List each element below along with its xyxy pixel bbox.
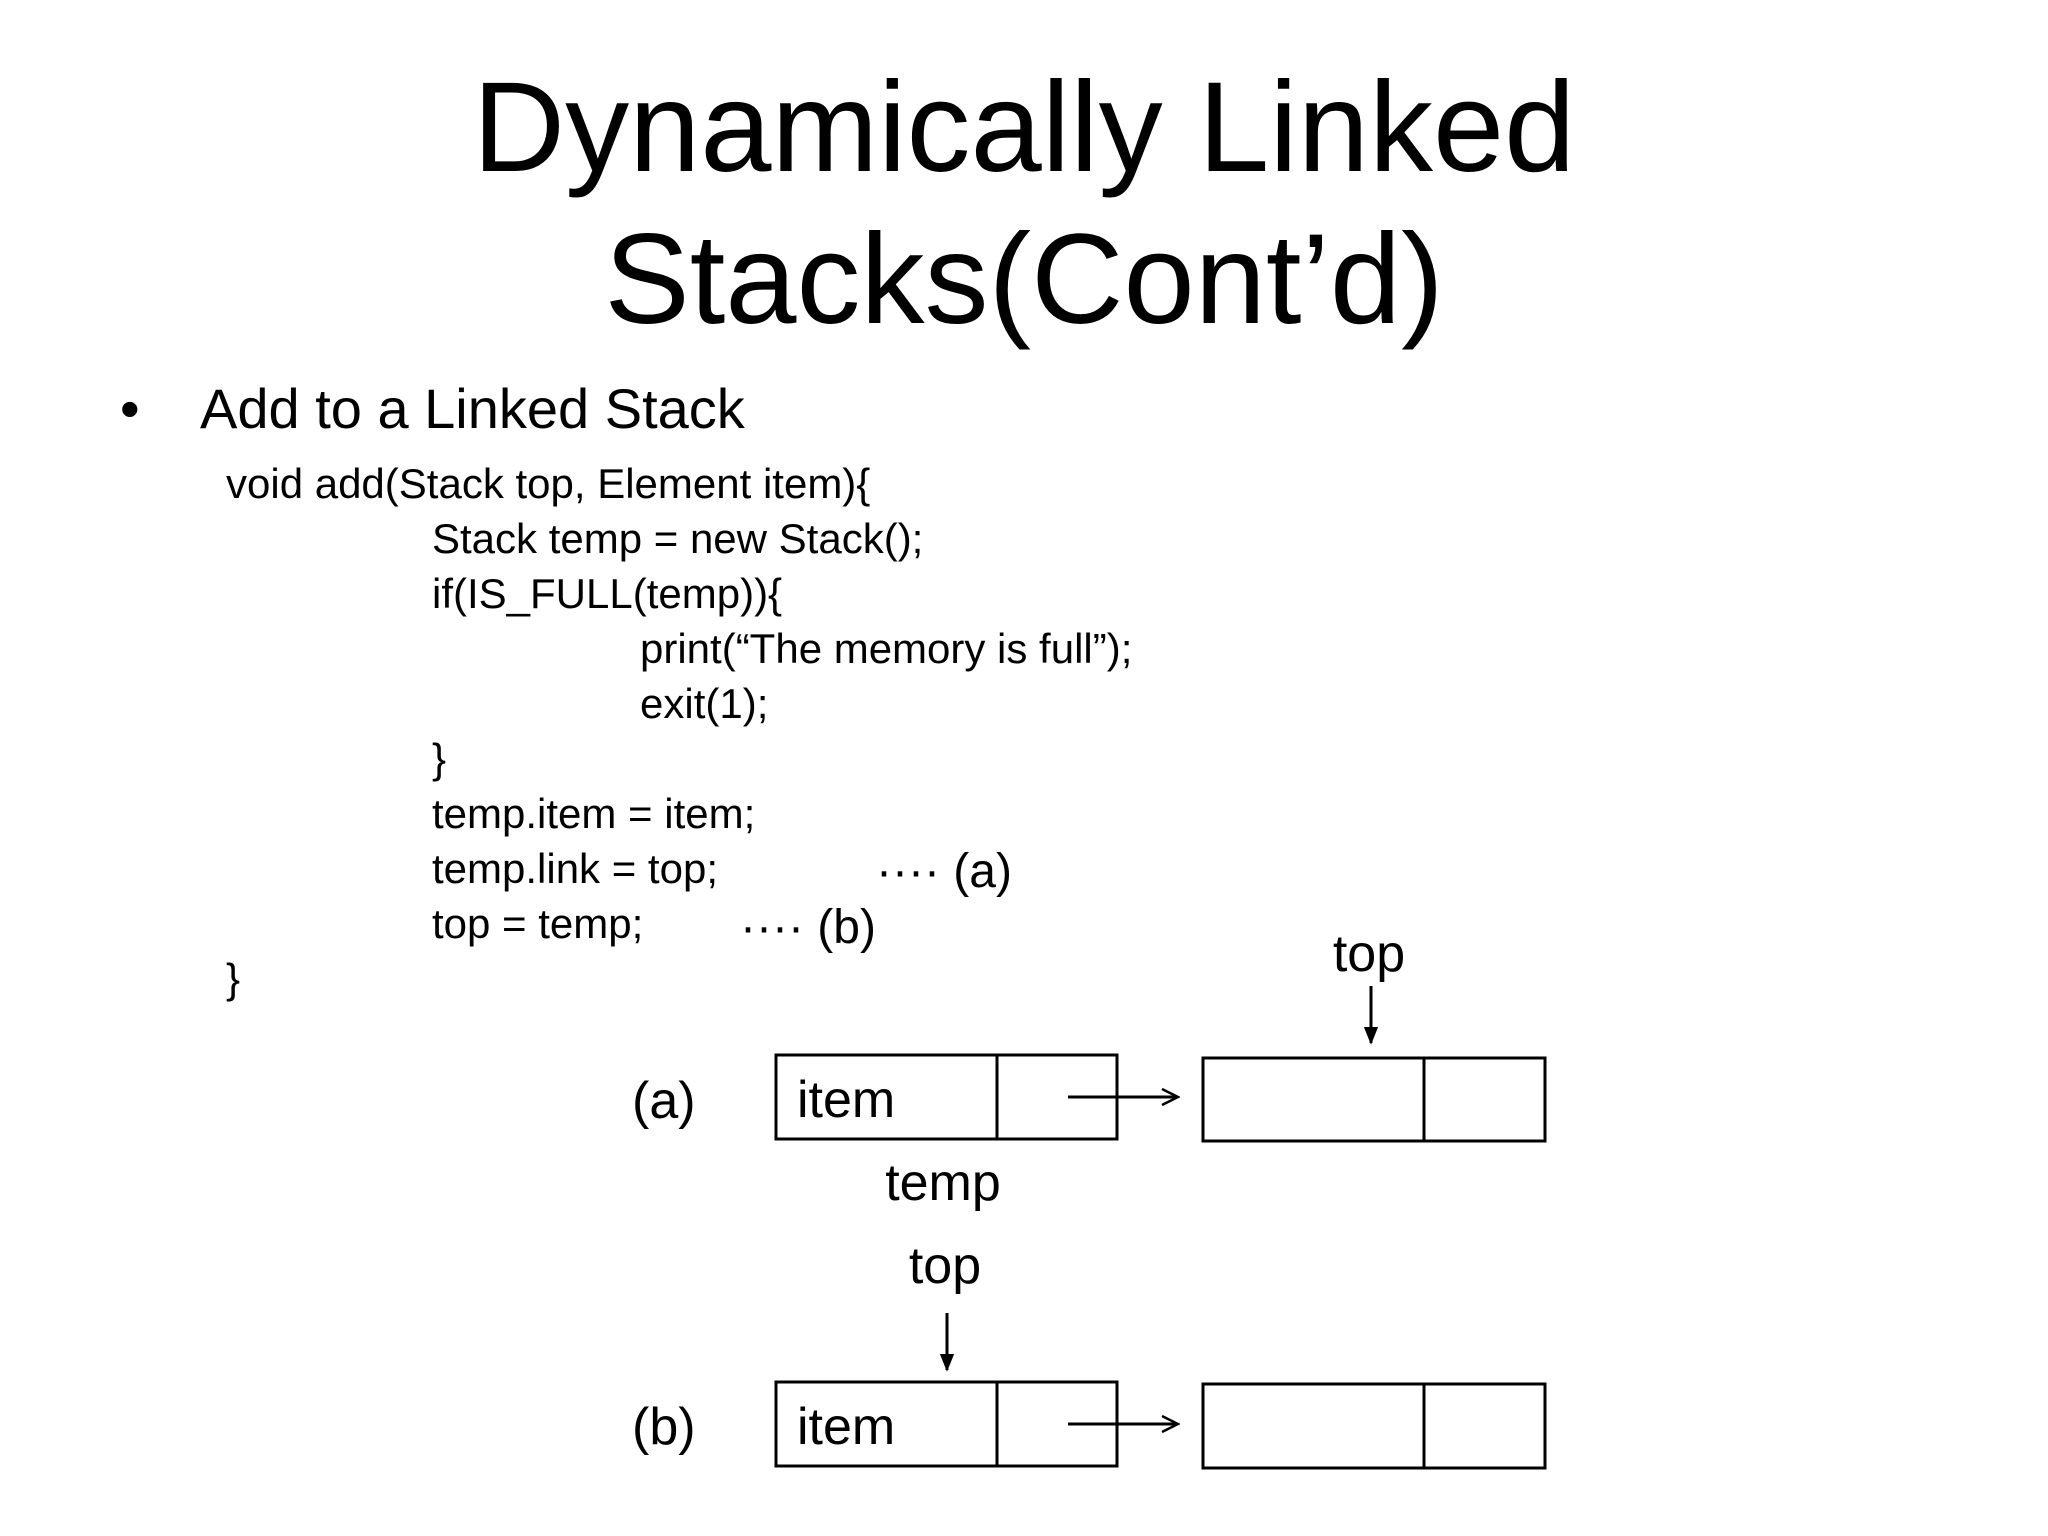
marker-b-annotation: ···· (b) xyxy=(740,901,876,954)
diagram-a-node-item-text: item xyxy=(797,1071,895,1129)
diagram-b-old-node xyxy=(1201,1382,1547,1470)
marker-a-annotation: ···· (a) xyxy=(876,845,1012,898)
slide-title-line-1: Dynamically Linked xyxy=(472,56,1576,199)
diagram-a-top-label: top xyxy=(1333,925,1405,983)
code-line-5: exit(1); xyxy=(640,680,769,727)
code-line-10: } xyxy=(226,955,241,1002)
code-line-2: Stack temp = new Stack(); xyxy=(432,515,924,562)
code-line-7: temp.item = item; xyxy=(432,790,756,837)
bullet-heading: Add to a Linked Stack xyxy=(200,377,745,440)
diagram-a-old-node-box xyxy=(1201,1056,1547,1143)
code-line-9: top = temp; xyxy=(432,900,644,947)
code-line-6: } xyxy=(432,735,447,782)
code-line-4: print(“The memory is full”); xyxy=(640,625,1133,672)
code-line-3: if(IS_FULL(temp)){ xyxy=(432,570,783,617)
diagram-b-label: (b) xyxy=(632,1398,696,1456)
diagram-b-new-top-node: item xyxy=(774,1380,1119,1468)
slide-title-line-2: Stacks(Cont’d) xyxy=(604,208,1444,351)
diagram-b-top-label: top xyxy=(909,1237,981,1295)
diagram-b-old-node-box xyxy=(1201,1382,1547,1470)
diagram-a-label: (a) xyxy=(632,1072,696,1130)
diagram-a-old-top-node xyxy=(1201,1056,1547,1143)
code-line-8: temp.link = top; xyxy=(432,845,718,892)
diagram-a-new-node: item xyxy=(774,1053,1119,1141)
diagram-a: (a) item temp top xyxy=(632,925,1547,1212)
slide-title: Dynamically Linked Stacks(Cont’d) xyxy=(0,52,2048,356)
diagram-b: (b) top item xyxy=(632,1237,1547,1470)
code-line-1: void add(Stack top, Element item){ xyxy=(226,460,871,507)
diagram-b-node-item-text: item xyxy=(797,1398,895,1456)
bullet-marker: • xyxy=(120,377,140,440)
diagram-a-temp-label: temp xyxy=(885,1154,1001,1212)
